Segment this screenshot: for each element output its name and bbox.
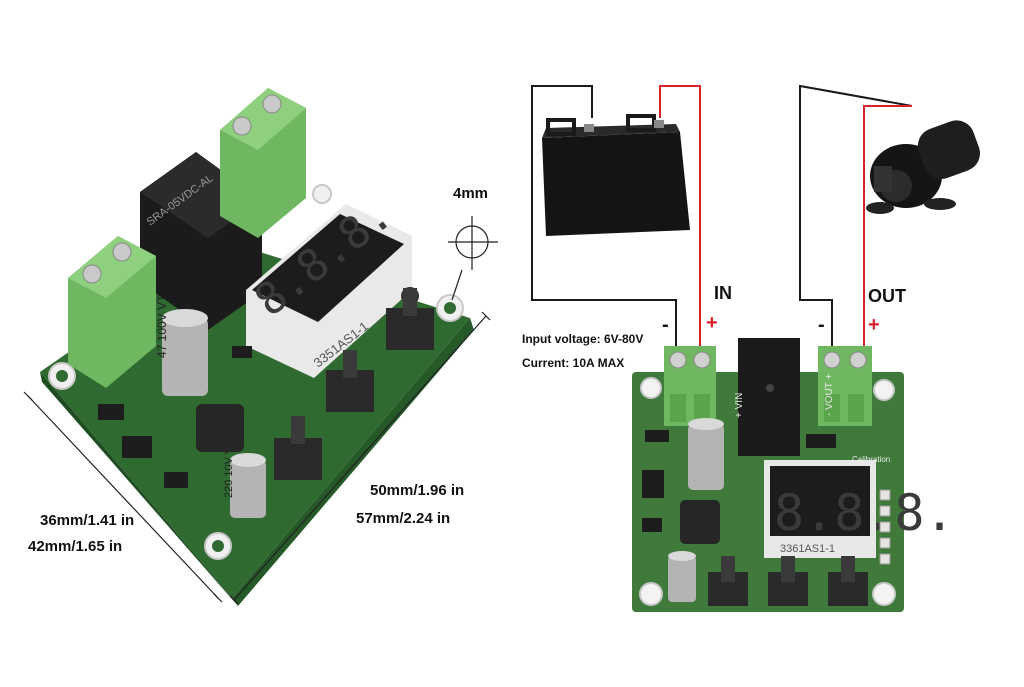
battery-image	[542, 114, 690, 236]
output-plus: +	[868, 314, 880, 336]
right-terminal-vout	[818, 346, 872, 426]
wiring	[531, 84, 913, 346]
width-dim-label-1: 36mm/1.41 in	[40, 512, 135, 529]
left-push-buttons	[274, 287, 434, 480]
right-capacitor-large	[688, 418, 724, 490]
width-dim-label-2: 42mm/1.65 in	[28, 538, 123, 555]
input-minus: -	[662, 314, 669, 336]
length-dim-label-1: 50mm/1.96 in	[370, 482, 465, 499]
output-minus: -	[818, 314, 825, 336]
hole-size-label: 4mm	[453, 185, 489, 202]
svg-text:220 10V VT: 220 10V VT	[223, 440, 235, 498]
vout-silkscreen: - VOUT +	[824, 374, 835, 416]
left-capacitor-large: 47 100V VT	[155, 294, 208, 396]
left-terminal-top	[220, 88, 306, 238]
spec-current: Current: 10A MAX	[522, 356, 625, 370]
right-pcb-board: 8.8.8. 3361AS1-1 + VIN	[632, 338, 955, 612]
left-terminal-bottom	[68, 236, 156, 388]
right-push-buttons	[708, 556, 868, 606]
left-inductor	[196, 404, 244, 452]
spec-voltage: Input voltage: 6V-80V	[522, 332, 644, 346]
output-label: OUT	[868, 286, 906, 306]
right-display-digits: 8.8.8.	[774, 484, 955, 542]
length-dim-label-2: 57mm/2.24 in	[356, 510, 451, 527]
right-display-model: 3361AS1-1	[780, 543, 835, 555]
input-plus: +	[706, 312, 718, 334]
right-terminal-vin	[664, 346, 716, 426]
left-capacitor-small: 220 10V VT	[223, 440, 266, 518]
input-label: IN	[714, 283, 732, 303]
right-capacitor-small	[668, 551, 696, 602]
right-seven-seg-display: 8.8.8. 3361AS1-1	[764, 460, 955, 558]
left-pcb-board: SRA-05VDC-AL 8.8.8. 3351AS1-1 47 100V VT	[40, 88, 474, 606]
vin-silkscreen: + VIN	[734, 393, 745, 418]
calibration-silkscreen: Calibration	[852, 455, 890, 464]
left-dimension-lines	[23, 216, 498, 605]
water-pump-image	[866, 120, 981, 214]
svg-text:47 100V VT: 47 100V VT	[155, 294, 169, 358]
right-relay	[738, 338, 800, 456]
